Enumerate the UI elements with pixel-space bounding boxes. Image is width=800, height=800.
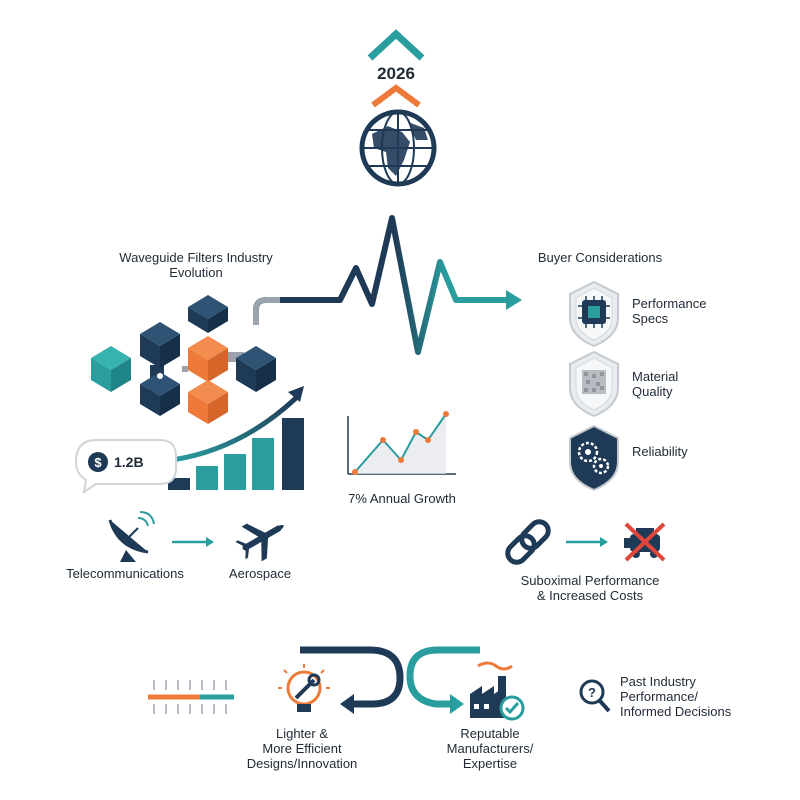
market-value-bubble: $ [74,439,177,495]
past-line2: Performance/ [620,689,699,704]
market-value: 1.2B [114,454,144,470]
globe-icon [359,109,437,187]
year-label: 2026 [377,64,415,83]
buyer-item-line1: Performance [632,296,707,311]
airplane-icon [235,523,284,562]
up-chevron-orange-icon [371,84,421,108]
manufacturers-line1: Reputable [460,726,520,741]
manufacturers-label: Reputable Manufacturers/ Expertise [420,726,560,771]
chain-link-icon [505,519,551,565]
risk-line1: Suboximal Performance [520,573,660,588]
growth-label: 7% Annual Growth [348,491,456,506]
buyer-item-reliability: Reliability [632,444,688,459]
crossed-engine-icon [624,522,666,562]
buyer-item-line2: Specs [632,311,669,326]
design-line2: More Efficient [262,741,342,756]
past-line1: Past Industry [620,674,696,689]
slider-scale-icon [148,680,234,714]
sector-aerospace-label: Aerospace [228,566,292,581]
left-title-line1: Waveguide Filters Industry [119,250,273,265]
design-line3: Designs/Innovation [246,756,358,771]
arrow-right-icon-2 [566,537,608,547]
factory-icon [470,661,525,721]
buyer-item-line1: Material [632,369,679,384]
left-title: Waveguide Filters Industry Evolution [96,250,296,280]
risk-line2: & Increased Costs [536,588,644,603]
past-performance-label: Past Industry Performance/ Informed Deci… [620,674,731,719]
manufacturers-line3: Expertise [462,756,518,771]
buyer-item-material: Material Quality [632,369,678,399]
design-label: Lighter & More Efficient Designs/Innovat… [232,726,372,771]
forward-arc-arrow [406,646,480,714]
svg-text:$: $ [94,455,102,470]
buyer-item-performance: Performance Specs [632,296,706,326]
pulse-line-arrow [253,215,522,355]
lightbulb-wrench-icon [278,664,330,712]
return-arc-arrow [300,646,404,714]
arrow-right-icon [172,537,214,547]
buyer-title: Buyer Considerations [537,250,663,265]
cube-network-icon [91,295,276,424]
gears-shield-icon [569,424,619,492]
up-chevron-icon [367,29,425,61]
sector-telecom-label: Telecommunications [66,566,184,581]
manufacturers-line2: Manufacturers/ [446,741,534,756]
svg-text:?: ? [588,685,596,700]
risk-label: Suboximal Performance & Increased Costs [500,573,680,603]
material-shield-icon [569,350,619,418]
buyer-item-line1: Reliability [632,444,688,459]
growth-bar-chart-icon [168,386,304,490]
buyer-item-line2: Quality [632,384,673,399]
chip-shield-icon [569,280,619,348]
magnifier-question-icon: ? [579,679,611,713]
satellite-dish-icon [108,511,155,562]
past-line3: Informed Decisions [620,704,732,719]
left-title-line2: Evolution [169,265,223,280]
design-line1: Lighter & [275,726,329,741]
annual-growth-line-chart [347,411,456,475]
